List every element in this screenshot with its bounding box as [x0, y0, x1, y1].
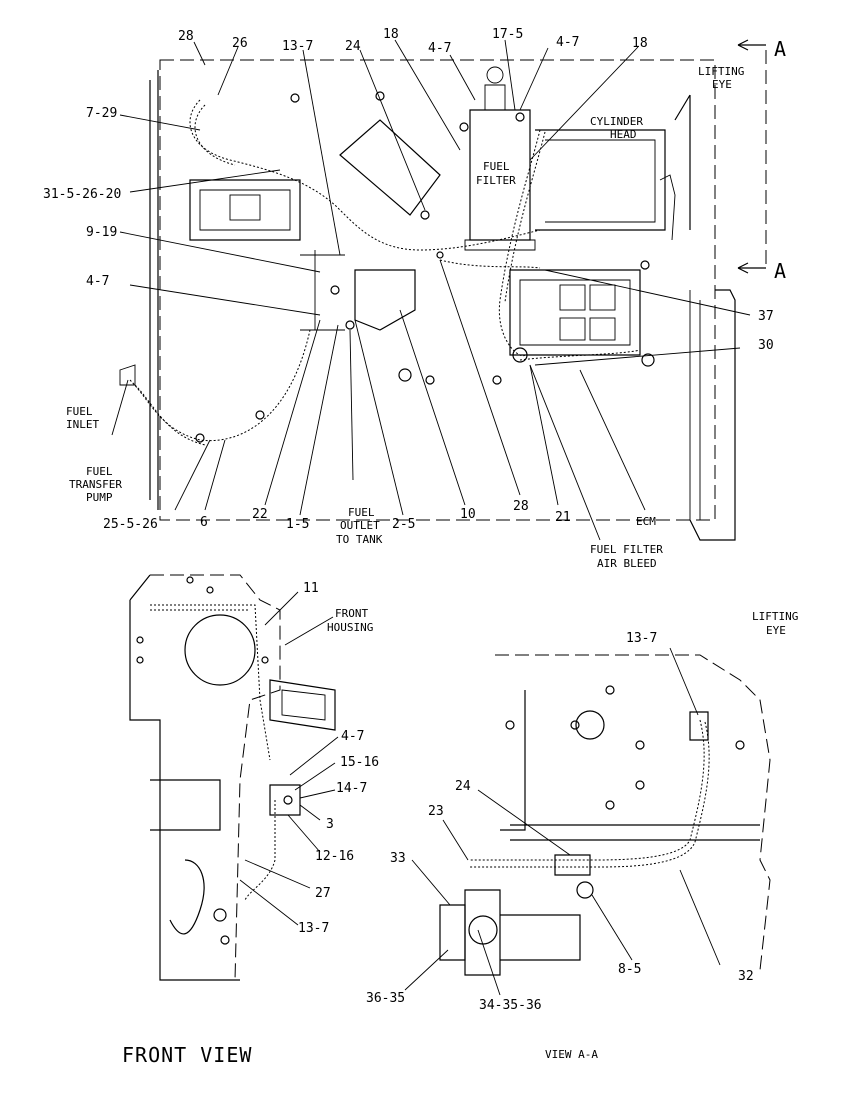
callout-28-top: 28 [178, 29, 194, 44]
label-front-housing-line2: HOUSING [327, 621, 373, 634]
callout-15-16: 15-16 [340, 755, 379, 770]
callout-32: 32 [738, 969, 754, 984]
label-fuel-inlet-line1: FUEL [66, 405, 93, 418]
label-fuel-filter-line2: FILTER [476, 174, 516, 187]
label-transfer-pump-line1: FUEL [86, 465, 113, 478]
callout-37: 37 [758, 309, 774, 324]
callout-2-5: 2-5 [392, 517, 415, 532]
callout-10: 10 [460, 507, 476, 522]
callout-11: 11 [303, 581, 319, 596]
callout-21: 21 [555, 510, 571, 525]
callout-13-7-top: 13-7 [282, 39, 313, 54]
label-lifting-eye-b-line2: EYE [766, 624, 786, 637]
callout-13-7-mid: 13-7 [298, 921, 329, 936]
callout-4-7-left: 4-7 [86, 274, 109, 289]
callout-34-35-36: 34-35-36 [479, 998, 542, 1013]
callout-22: 22 [252, 507, 268, 522]
label-lifting-eye-b-line1: LIFTING [752, 610, 798, 623]
label-fuel-inlet-line2: INLET [66, 418, 99, 431]
callout-23: 23 [428, 804, 444, 819]
callout-17-5: 17-5 [492, 27, 523, 42]
label-fuel-outlet-line3: TO TANK [336, 533, 383, 546]
callout-36-35: 36-35 [366, 991, 405, 1006]
label-lifting-eye-line1: LIFTING [698, 65, 744, 78]
callout-25-5-26: 25-5-26 [103, 517, 158, 532]
callout-26-top: 26 [232, 36, 248, 51]
label-ecm: ECM [636, 515, 656, 528]
label-air-bleed-line1: FUEL FILTER [590, 543, 663, 556]
callout-30: 30 [758, 338, 774, 353]
callout-18-top: 18 [383, 27, 399, 42]
label-front-housing-line1: FRONT [335, 607, 368, 620]
front-housing-drawing [129, 574, 336, 981]
callout-33: 33 [390, 851, 406, 866]
callout-4-7-top-right: 4-7 [556, 35, 579, 50]
callout-27: 27 [315, 886, 331, 901]
callout-6: 6 [200, 515, 208, 530]
label-air-bleed-line2: AIR BLEED [597, 557, 657, 570]
callout-3: 3 [326, 817, 334, 832]
section-mark-bottom: A [774, 259, 787, 283]
view-aa-drawing [439, 654, 771, 976]
callout-labels: 28 26 13-7 24 18 4-7 17-5 4-7 18 A A LIF… [43, 27, 798, 1067]
callout-24-top: 24 [345, 39, 361, 54]
callout-12-16: 12-16 [315, 849, 354, 864]
label-fuel-outlet-line2: OUTLET [340, 519, 380, 532]
caption-front-view: FRONT VIEW [122, 1043, 252, 1067]
callout-18-right: 18 [632, 36, 648, 51]
callout-24-bottom: 24 [455, 779, 471, 794]
label-lifting-eye-line2: EYE [712, 78, 732, 91]
leader-lines-top [111, 39, 751, 541]
callout-9-19: 9-19 [86, 225, 117, 240]
label-transfer-pump-line3: PUMP [86, 491, 113, 504]
callout-14-7: 14-7 [336, 781, 367, 796]
leader-lines-bottom-left [239, 591, 339, 926]
callout-4-7-mid: 4-7 [341, 729, 364, 744]
caption-view-aa: VIEW A-A [545, 1048, 598, 1061]
engine-front-view-drawing [119, 39, 767, 541]
callout-4-7-top: 4-7 [428, 41, 451, 56]
callout-8-5: 8-5 [618, 962, 641, 977]
callout-28-bottom: 28 [513, 499, 529, 514]
callout-13-7-right: 13-7 [626, 631, 657, 646]
label-transfer-pump-line2: TRANSFER [69, 478, 122, 491]
section-mark-top: A [774, 37, 787, 61]
label-fuel-filter-line1: FUEL [483, 160, 510, 173]
callout-31-5-26-20: 31-5-26-20 [43, 187, 121, 202]
label-cylinder-head-line1: CYLINDER [590, 115, 643, 128]
callout-1-5: 1-5 [286, 517, 309, 532]
label-fuel-outlet-line1: FUEL [348, 506, 375, 519]
callout-7-29: 7-29 [86, 106, 117, 121]
leader-lines-view-aa [404, 647, 721, 996]
label-cylinder-head-line2: HEAD [610, 128, 637, 141]
